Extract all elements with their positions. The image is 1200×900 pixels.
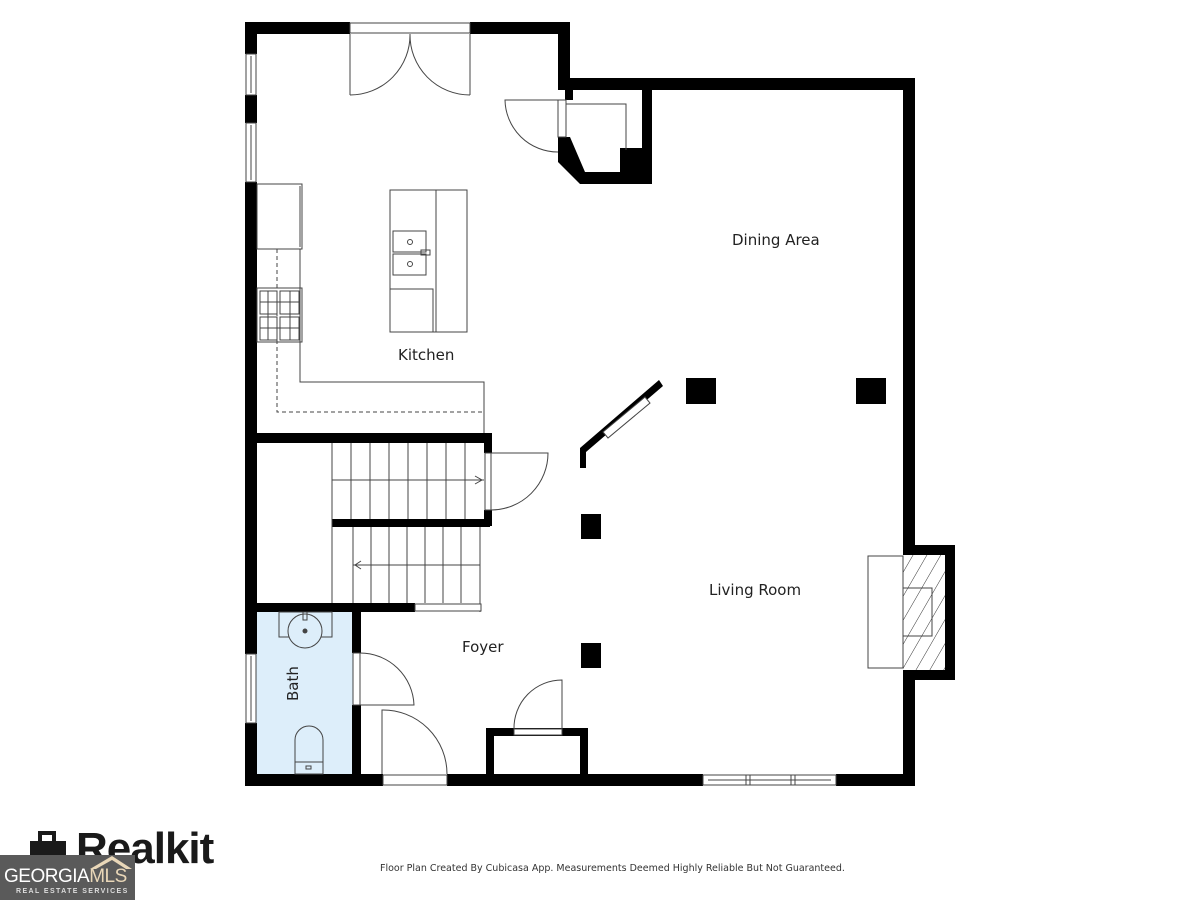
fireplace (867, 555, 945, 670)
room-label-foyer: Foyer (462, 638, 504, 656)
window-bath (245, 653, 257, 724)
bath-fixtures (278, 611, 333, 775)
staircase (331, 443, 484, 612)
exterior-walls (245, 22, 955, 786)
door-bath (352, 652, 415, 706)
roof-icon (90, 856, 132, 869)
gmls-main-text: GEORGIA (4, 866, 90, 887)
window-bottom (702, 774, 837, 786)
room-label-bath: Bath (284, 666, 302, 701)
room-label-living: Living Room (709, 581, 801, 599)
disclaimer-text: Floor Plan Created By Cubicasa App. Meas… (380, 863, 845, 874)
kitchen-counters (256, 183, 485, 436)
coat-closet (486, 679, 588, 776)
columns (581, 378, 886, 668)
georgia-mls-logo: GEORGIAMLS REAL ESTATE SERVICES (0, 855, 135, 900)
door-front (381, 709, 448, 786)
door-stair-closet (484, 452, 549, 511)
room-label-kitchen: Kitchen (398, 346, 454, 364)
window-left-upper (245, 53, 257, 183)
georgia-mls-wordmark: GEORGIAMLS (4, 867, 127, 887)
pantry (504, 90, 652, 184)
kitchen-island (389, 189, 468, 333)
room-label-dining: Dining Area (732, 231, 820, 249)
interior-walls (245, 433, 492, 775)
gmls-accent-text: MLS (89, 866, 127, 887)
gmls-subtitle: REAL ESTATE SERVICES (16, 888, 129, 895)
french-doors-top (349, 22, 471, 96)
angled-wall (580, 380, 663, 468)
